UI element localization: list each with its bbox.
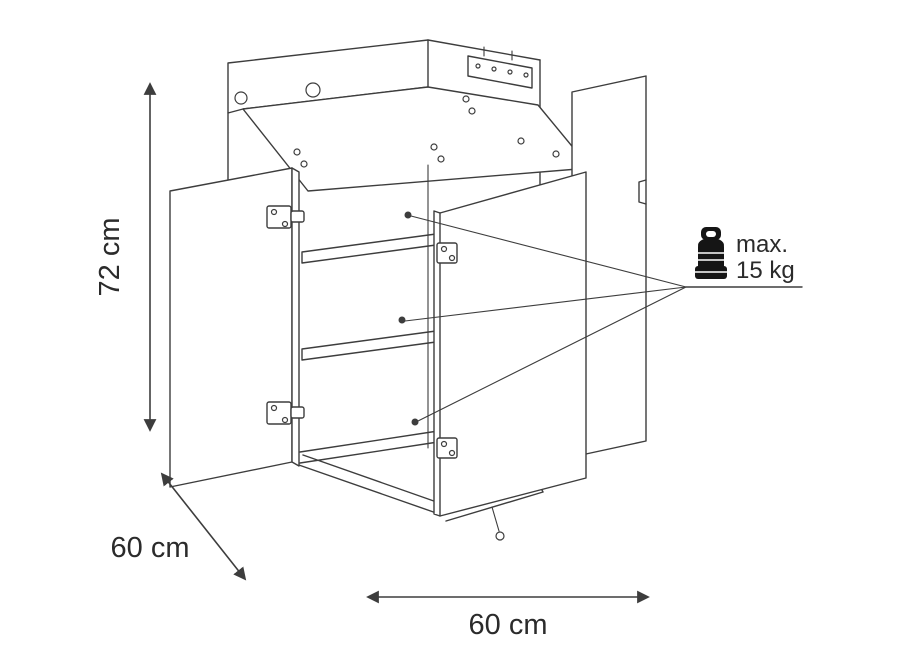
mounting-hole-icon	[234, 91, 248, 105]
leader-lines	[404, 215, 687, 422]
right-door	[433, 171, 587, 541]
mounting-hole-icon	[305, 82, 321, 98]
bottom-panel	[299, 430, 439, 464]
max-load-annotation: max. 15 kg	[685, 227, 803, 288]
depth-dimension-arrow	[160, 472, 247, 581]
shelf-indicator-dot	[404, 211, 412, 219]
shelf-indicator-dot	[411, 418, 419, 426]
shelf	[301, 330, 437, 361]
screw-icon	[293, 148, 301, 156]
max-load-label-line2: 15 kg	[736, 257, 795, 284]
cabinet-drawing	[169, 39, 687, 541]
screw-icon	[552, 150, 560, 158]
screw-icon	[468, 107, 476, 115]
shelf-indicator-dot	[398, 316, 406, 324]
hinge-left-bottom	[266, 401, 305, 425]
hinge-right-bottom	[436, 437, 458, 459]
height-dimension: 72 cm	[94, 82, 157, 432]
screw-icon	[462, 95, 470, 103]
left-door	[169, 167, 305, 488]
width-dimension-label: 60 cm	[469, 609, 548, 641]
screw-icon	[517, 137, 525, 145]
height-dimension-label: 72 cm	[94, 218, 126, 297]
shelf-indicator-dots	[398, 211, 419, 426]
screw-icon	[300, 160, 308, 168]
hinge-right-top	[436, 242, 458, 264]
cam-lock-detail	[491, 506, 505, 541]
shelf	[301, 233, 437, 264]
back-panels	[227, 39, 541, 487]
screw-icon	[430, 143, 438, 151]
weight-icon	[695, 227, 727, 279]
screw-icon	[437, 155, 445, 163]
max-load-label-line1: max.	[736, 231, 788, 258]
hanging-bracket	[467, 55, 533, 89]
depth-dimension: 60 cm	[111, 472, 247, 581]
depth-dimension-label: 60 cm	[111, 532, 190, 564]
width-dimension: 60 cm	[366, 590, 650, 641]
hinge-left-top	[266, 205, 305, 229]
